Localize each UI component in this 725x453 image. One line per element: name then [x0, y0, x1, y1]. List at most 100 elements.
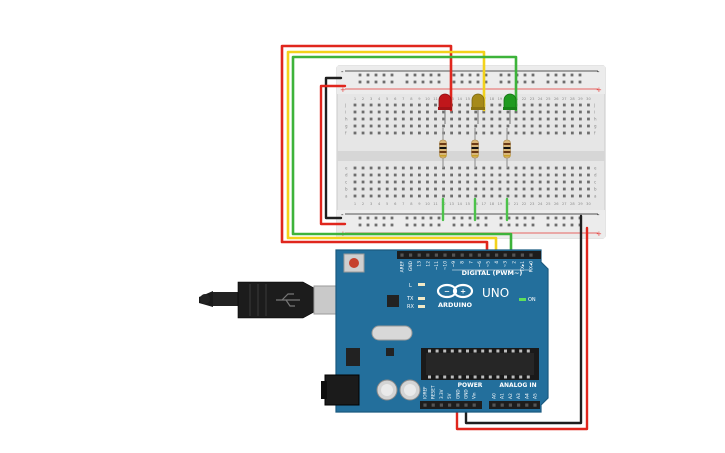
breadboard-hole[interactable]	[562, 173, 566, 177]
rail-hole[interactable]	[476, 223, 480, 227]
breadboard-hole[interactable]	[369, 110, 373, 114]
rail-hole[interactable]	[390, 216, 394, 220]
rail-hole[interactable]	[358, 216, 362, 220]
breadboard[interactable]: - + - + - + - + 112233445566778899101011…	[336, 65, 606, 239]
breadboard-hole[interactable]	[401, 110, 405, 114]
rail-hole[interactable]	[421, 216, 425, 220]
breadboard-hole[interactable]	[401, 103, 405, 107]
breadboard-hole[interactable]	[482, 124, 486, 128]
rail-hole[interactable]	[507, 80, 511, 84]
digital-pin[interactable]	[400, 253, 404, 257]
breadboard-hole[interactable]	[434, 117, 437, 121]
power-pin[interactable]	[456, 403, 460, 407]
rail-hole[interactable]	[499, 216, 503, 220]
breadboard-hole[interactable]	[434, 180, 437, 184]
breadboard-hole[interactable]	[353, 180, 357, 184]
breadboard-hole[interactable]	[530, 173, 534, 177]
breadboard-hole[interactable]	[538, 103, 542, 107]
breadboard-hole[interactable]	[506, 124, 510, 128]
breadboard-hole[interactable]	[426, 173, 429, 177]
rail-hole[interactable]	[546, 80, 550, 84]
breadboard-hole[interactable]	[426, 124, 429, 128]
breadboard-hole[interactable]	[490, 117, 494, 121]
rail-hole[interactable]	[562, 216, 566, 220]
wire-yellow[interactable]	[286, 50, 498, 254]
breadboard-hole[interactable]	[530, 117, 534, 121]
breadboard-hole[interactable]	[562, 124, 566, 128]
breadboard-hole[interactable]	[361, 194, 365, 198]
breadboard-hole[interactable]	[522, 180, 526, 184]
breadboard-hole[interactable]	[361, 110, 365, 114]
breadboard-hole[interactable]	[393, 103, 397, 107]
breadboard-hole[interactable]	[409, 166, 413, 170]
breadboard-hole[interactable]	[490, 187, 494, 191]
breadboard-hole[interactable]	[538, 180, 542, 184]
breadboard-hole[interactable]	[458, 173, 462, 177]
rail-hole[interactable]	[468, 216, 472, 220]
breadboard-hole[interactable]	[506, 131, 510, 135]
breadboard-hole[interactable]	[401, 187, 405, 191]
breadboard-hole[interactable]	[385, 194, 389, 198]
rail-hole[interactable]	[437, 73, 441, 77]
breadboard-hole[interactable]	[361, 187, 365, 191]
rail-hole[interactable]	[546, 216, 550, 220]
rail-hole[interactable]	[554, 80, 558, 84]
rail-hole[interactable]	[366, 216, 370, 220]
breadboard-hole[interactable]	[401, 117, 405, 121]
breadboard-hole[interactable]	[466, 194, 470, 198]
breadboard-hole[interactable]	[466, 180, 470, 184]
breadboard-hole[interactable]	[466, 166, 470, 170]
digital-pin[interactable]	[460, 253, 464, 257]
breadboard-hole[interactable]	[418, 131, 421, 135]
rail-hole[interactable]	[437, 216, 441, 220]
breadboard-hole[interactable]	[458, 180, 462, 184]
rail-hole[interactable]	[382, 80, 386, 84]
breadboard-hole[interactable]	[570, 187, 574, 191]
rail-hole[interactable]	[366, 223, 370, 227]
breadboard-hole[interactable]	[538, 194, 542, 198]
breadboard-hole[interactable]	[458, 194, 462, 198]
breadboard-hole[interactable]	[554, 117, 558, 121]
rail-hole[interactable]	[374, 80, 378, 84]
rail-hole[interactable]	[413, 223, 417, 227]
breadboard-hole[interactable]	[587, 180, 590, 184]
breadboard-hole[interactable]	[546, 180, 550, 184]
rail-hole[interactable]	[531, 216, 535, 220]
breadboard-hole[interactable]	[458, 166, 462, 170]
rail-hole[interactable]	[429, 80, 433, 84]
rail-hole[interactable]	[421, 80, 425, 84]
breadboard-hole[interactable]	[579, 187, 582, 191]
breadboard-hole[interactable]	[361, 124, 365, 128]
breadboard-hole[interactable]	[361, 131, 365, 135]
rail-hole[interactable]	[390, 80, 394, 84]
breadboard-hole[interactable]	[514, 124, 518, 128]
breadboard-hole[interactable]	[418, 173, 421, 177]
breadboard-hole[interactable]	[490, 103, 494, 107]
breadboard-hole[interactable]	[570, 124, 574, 128]
digital-pin[interactable]	[409, 253, 413, 257]
breadboard-hole[interactable]	[546, 131, 550, 135]
breadboard-hole[interactable]	[522, 110, 526, 114]
rail-hole[interactable]	[413, 73, 417, 77]
breadboard-hole[interactable]	[377, 117, 381, 121]
wire-black-gnd[interactable]	[324, 76, 343, 220]
breadboard-hole[interactable]	[369, 166, 373, 170]
breadboard-hole[interactable]	[514, 194, 518, 198]
breadboard-hole[interactable]	[450, 124, 453, 128]
breadboard-hole[interactable]	[538, 124, 542, 128]
breadboard-hole[interactable]	[409, 103, 413, 107]
breadboard-hole[interactable]	[514, 173, 518, 177]
breadboard-hole[interactable]	[554, 166, 558, 170]
breadboard-hole[interactable]	[546, 173, 550, 177]
rail-hole[interactable]	[523, 223, 527, 227]
breadboard-hole[interactable]	[498, 117, 502, 121]
digital-pin[interactable]	[452, 253, 456, 257]
breadboard-hole[interactable]	[506, 194, 510, 198]
breadboard-hole[interactable]	[361, 173, 365, 177]
breadboard-hole[interactable]	[562, 103, 566, 107]
breadboard-hole[interactable]	[474, 110, 478, 114]
breadboard-hole[interactable]	[466, 117, 470, 121]
digital-pin[interactable]	[486, 253, 490, 257]
power-pin[interactable]	[431, 403, 435, 407]
breadboard-hole[interactable]	[587, 194, 590, 198]
